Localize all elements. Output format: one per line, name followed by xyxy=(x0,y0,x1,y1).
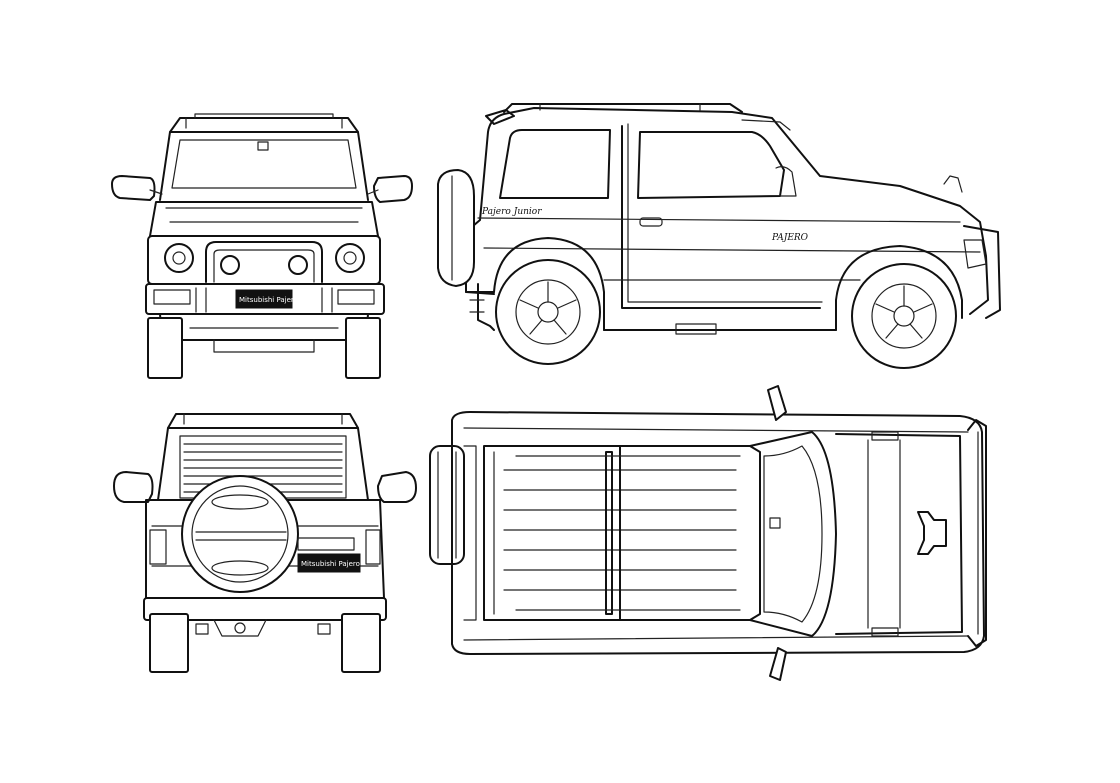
rear-wheel xyxy=(495,259,601,365)
rear-left-tire xyxy=(149,613,189,673)
top-view xyxy=(429,385,987,681)
rear-plate-text: Mitsubishi Pajero xyxy=(301,560,360,568)
front-license-plate xyxy=(235,289,293,309)
rear-side-window xyxy=(499,129,611,199)
left-mirror-top xyxy=(767,385,787,421)
side-view: Pajero Junior PAJERO xyxy=(437,103,1001,369)
spare-tire-side xyxy=(437,169,475,287)
front-view: Mitsubishi Pajero xyxy=(111,113,413,379)
front-plate-text: Mitsubishi Pajero xyxy=(239,296,298,304)
side-script-badge: Pajero Junior xyxy=(481,207,542,217)
spare-tire-cover xyxy=(181,475,299,593)
rear-license-plate xyxy=(297,553,361,573)
hood-scoop xyxy=(917,511,947,555)
door-window xyxy=(637,131,785,199)
right-mirror-top xyxy=(769,647,787,681)
spare-tire-top xyxy=(429,445,465,565)
side-model-badge: PAJERO xyxy=(771,233,809,243)
front-wheel xyxy=(851,263,957,369)
rear-right-tire xyxy=(341,613,381,673)
front-right-tire xyxy=(345,317,381,379)
front-left-tire xyxy=(147,317,183,379)
rear-view: Mitsubishi Pajero xyxy=(113,413,417,673)
